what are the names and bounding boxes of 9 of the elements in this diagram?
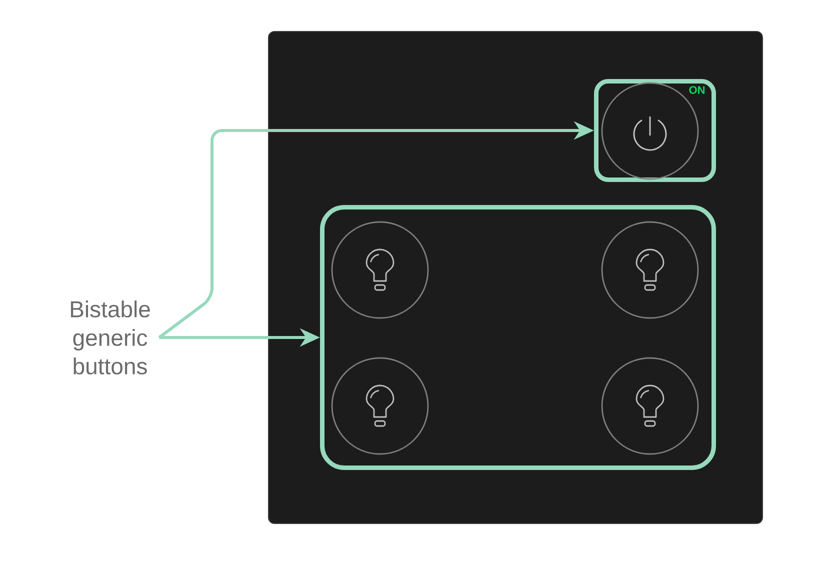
round-button — [601, 357, 699, 455]
device-panel — [268, 31, 763, 524]
highlight-frame — [320, 205, 716, 470]
highlight-frame — [594, 79, 716, 182]
round-button — [601, 221, 699, 319]
round-button — [331, 221, 429, 319]
round-button — [331, 357, 429, 455]
callout-text: Bistable generic buttons — [70, 300, 150, 374]
status-label: ON — [689, 86, 704, 94]
